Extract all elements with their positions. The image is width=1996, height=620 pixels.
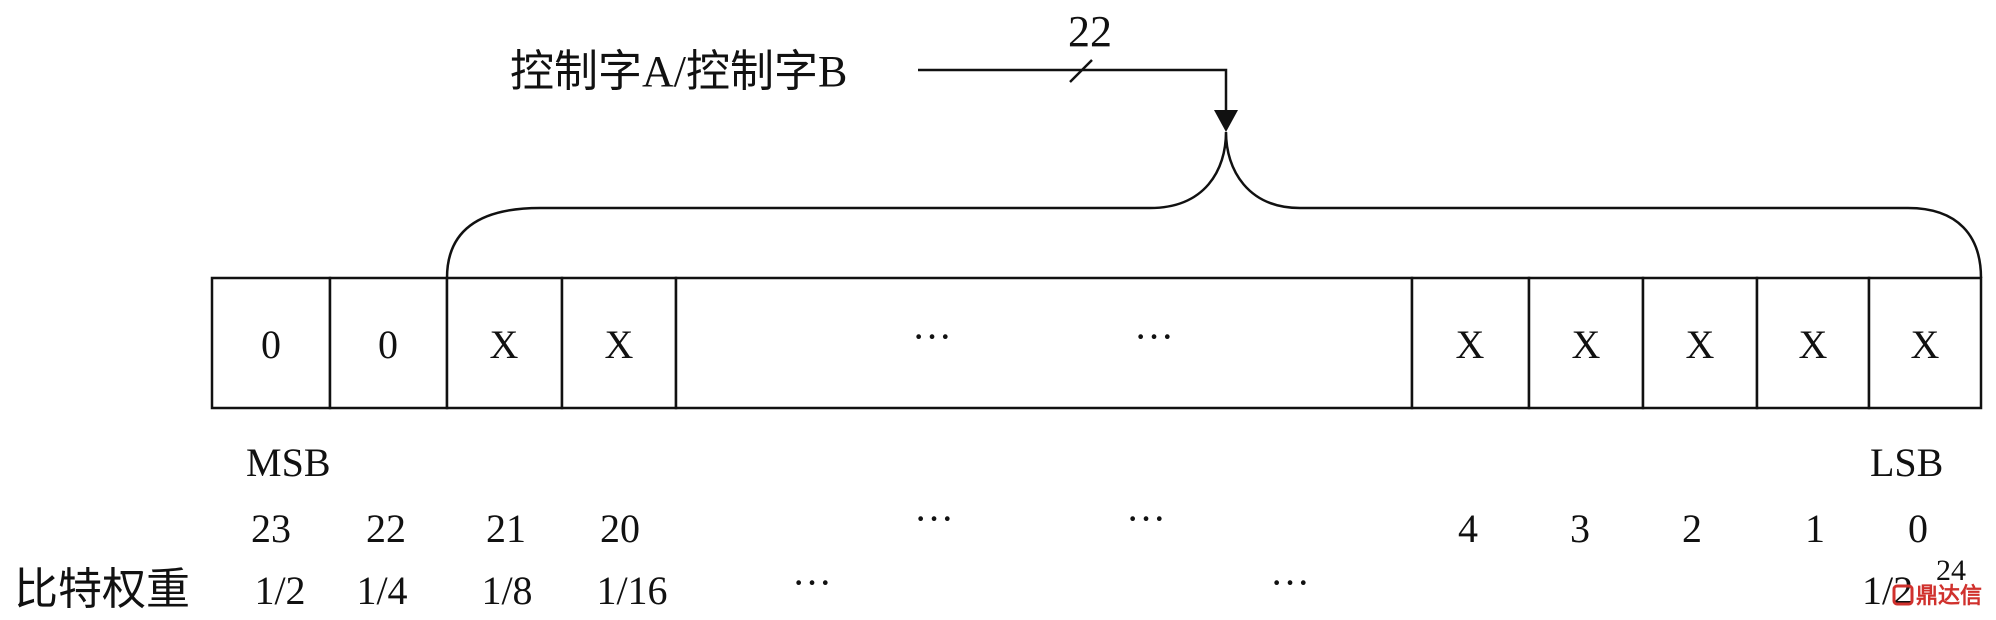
bit-weight: 1/16 (596, 568, 667, 613)
cell-value: 0 (378, 322, 398, 367)
bit-index: 22 (366, 506, 406, 551)
cell-value: ··· (1134, 314, 1174, 359)
register-cell (445, 276, 564, 410)
register-cell (1527, 276, 1645, 410)
register-cell (1867, 276, 1983, 410)
bus-slash-mark (1069, 59, 1093, 83)
register-cell (328, 276, 449, 410)
lsb-label: LSB (1870, 440, 1943, 485)
bit-index: ··· (914, 496, 954, 541)
input-arrow-head (1214, 110, 1238, 132)
cell-value: X (1686, 322, 1715, 367)
bit-weight: ··· (792, 560, 832, 605)
bit-index: 4 (1458, 506, 1478, 551)
last-bit-weight-base: 1/2 (1862, 568, 1913, 613)
bit-index: 21 (486, 506, 526, 551)
cell-value: X (1911, 322, 1940, 367)
register-values: 0 0 X X ··· ··· X X X X X (261, 314, 1940, 367)
bit-index: 1 (1805, 506, 1825, 551)
cell-value: ··· (912, 314, 952, 359)
cell-value: X (1572, 322, 1601, 367)
bit-weight: ··· (1270, 560, 1310, 605)
watermark-text: 鼎达信 (1916, 583, 1982, 609)
watermark-logo-mark (1892, 584, 1914, 606)
bit-index: ··· (1126, 496, 1166, 541)
bit-index: 20 (600, 506, 640, 551)
bit-weight: 1/8 (481, 568, 532, 613)
cell-value: X (1456, 322, 1485, 367)
input-arrow-line (918, 68, 1228, 112)
cell-value: X (490, 322, 519, 367)
cell-value: 0 (261, 322, 281, 367)
cell-value: X (1799, 322, 1828, 367)
bus-width-label: 22 (1068, 7, 1112, 56)
bit-index-row: 23 22 21 20 ··· ··· 4 3 2 1 0 (251, 496, 1928, 551)
cell-value: X (605, 322, 634, 367)
weight-row-label: 比特权重 (14, 565, 190, 614)
bit-index: 2 (1682, 506, 1702, 551)
register-cell-ellipsis (674, 276, 1414, 410)
register-row (210, 276, 1983, 410)
weight-row: 1/2 1/4 1/8 1/16 ··· ··· (254, 560, 1310, 613)
bit-weight: 1/4 (356, 568, 407, 613)
bit-index: 23 (251, 506, 291, 551)
control-word-label: 控制字A/控制字B (510, 47, 847, 96)
msb-label: MSB (246, 440, 331, 485)
bit-weight: 1/2 (254, 568, 305, 613)
watermark-logo: 鼎达信 (1892, 583, 1982, 609)
field-brace (445, 131, 1983, 279)
bit-index: 0 (1908, 506, 1928, 551)
bit-index: 3 (1570, 506, 1590, 551)
last-bit-weight-exponent: 24 (1936, 554, 1966, 587)
